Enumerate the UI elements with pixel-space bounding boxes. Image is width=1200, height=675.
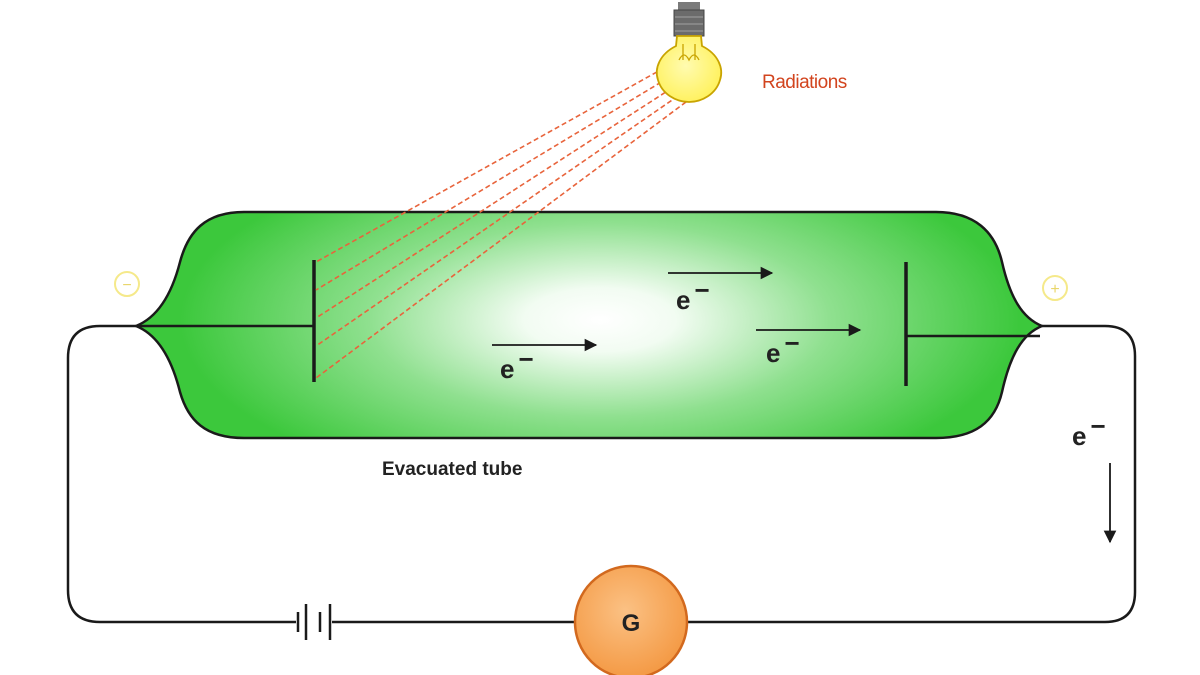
cathode-plate <box>138 260 316 382</box>
evacuated-tube <box>132 210 1046 440</box>
cathode-terminal-marker: − <box>114 271 140 297</box>
battery-icon <box>296 604 332 640</box>
radiations-label: Radiations <box>762 72 847 93</box>
electron-label-1: e− <box>676 275 710 315</box>
electron-arrows <box>492 266 1117 544</box>
anode-plate <box>904 262 1040 386</box>
cathode-sign: − <box>122 277 131 294</box>
anode-sign: + <box>1050 281 1059 298</box>
anode-terminal-marker: + <box>1042 275 1068 301</box>
electron-label-3: e− <box>766 328 800 368</box>
circuit-wire <box>66 324 1137 624</box>
radiation-rays <box>315 67 687 379</box>
galvanometer-label: G <box>622 610 641 637</box>
light-bulb-icon <box>655 2 723 103</box>
electron-label-2: e− <box>500 344 534 384</box>
electron-label-4: e− <box>1072 411 1106 451</box>
galvanometer-icon: G <box>573 564 689 675</box>
evacuated-tube-label: Evacuated tube <box>382 459 522 480</box>
